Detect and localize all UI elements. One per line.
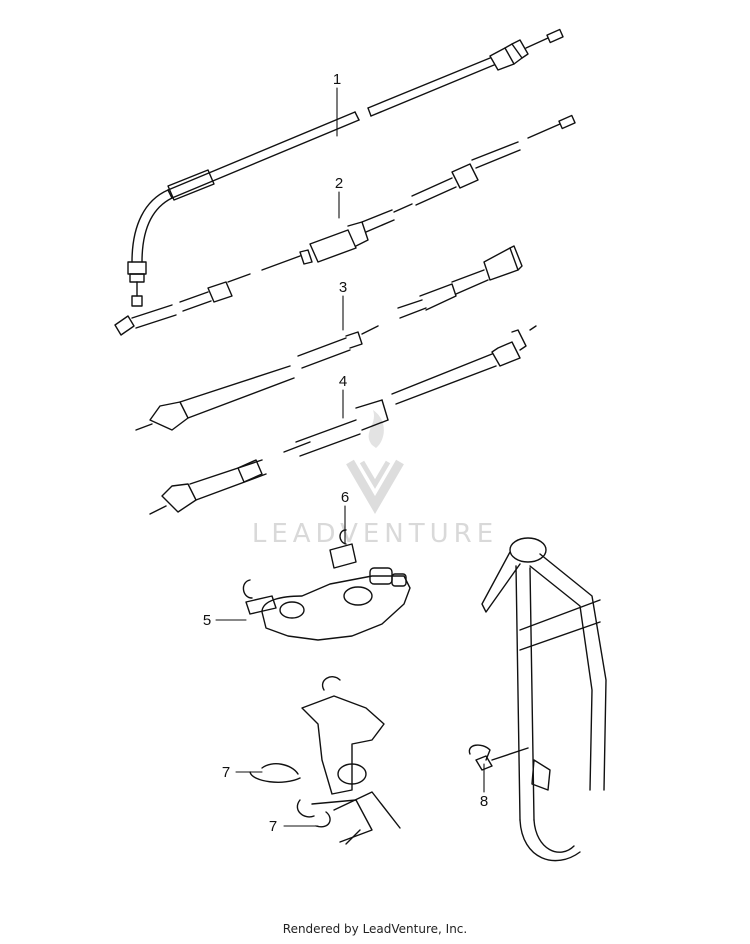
cable-part-3 [135, 245, 523, 431]
leader-lines [215, 87, 485, 827]
callout-3: 3 [339, 279, 347, 296]
cable-part-1 [127, 28, 564, 307]
callout-5: 5 [203, 612, 211, 629]
steering-stem-lower [249, 676, 401, 845]
frame-part-8 [468, 537, 607, 862]
callout-6: 6 [341, 489, 349, 506]
callout-4: 4 [339, 373, 347, 390]
watermark-logo-icon [346, 410, 404, 514]
callout-1: 1 [333, 71, 341, 88]
callout-2: 2 [335, 175, 343, 192]
cable-part-2 [114, 114, 576, 336]
callout-7b: 7 [269, 818, 277, 835]
watermark-text: LEADVENTURE [252, 519, 498, 549]
callout-7a: 7 [222, 764, 230, 781]
steering-stem-upper [242, 529, 411, 641]
cable-part-4 [149, 325, 537, 515]
footer-credit: Rendered by LeadVenture, Inc. [282, 922, 468, 936]
callout-labels: 1 2 3 4 6 5 7 7 8 [203, 71, 488, 835]
callout-8: 8 [480, 793, 488, 810]
